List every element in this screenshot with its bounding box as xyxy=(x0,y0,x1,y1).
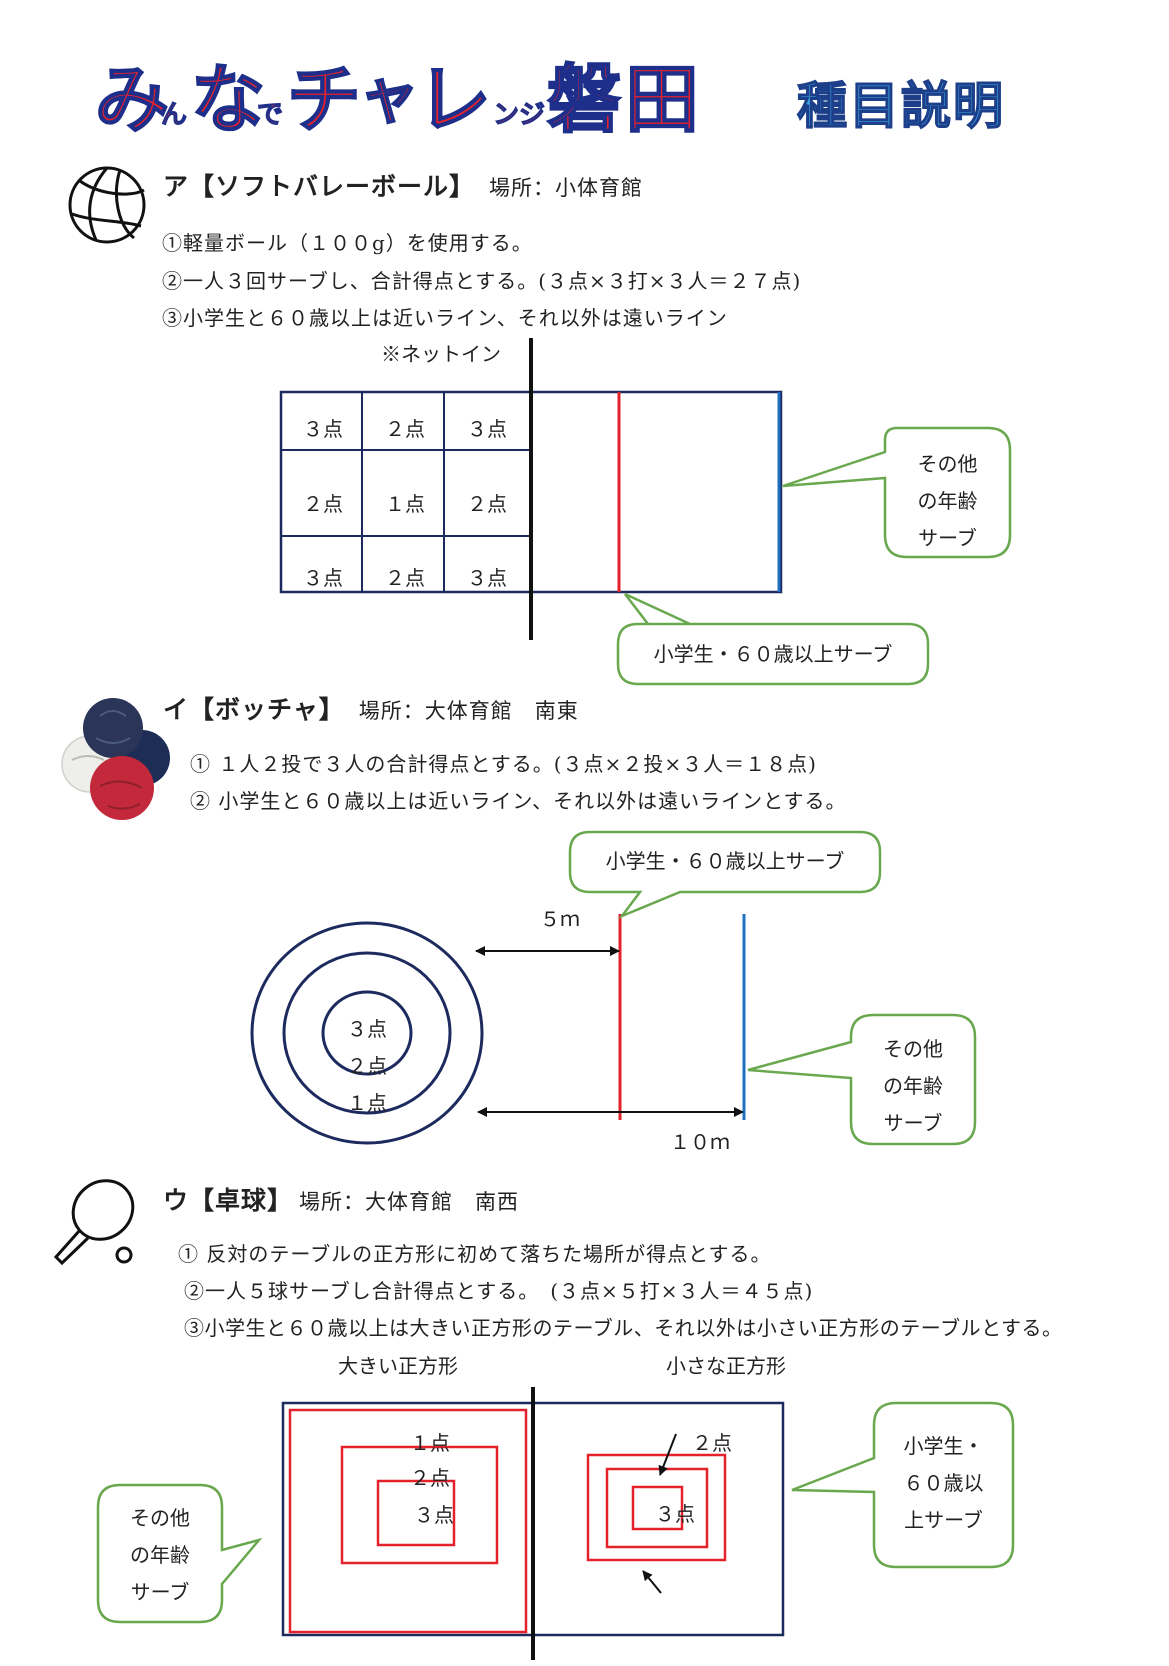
volleyball-heading: ア【ソフトバレーボール】場所：小体育館 xyxy=(163,172,644,201)
page-subtitle: 種目説明 xyxy=(796,76,1005,136)
title-char: み xyxy=(94,56,170,144)
bocce-bubble-near-text: 小学生・６０歳以上サーブ xyxy=(605,849,845,873)
title-char: 田 xyxy=(624,56,700,144)
title-char: チ xyxy=(286,56,362,144)
pingpong-location: 場所：大体育館 南西 xyxy=(299,1190,520,1214)
court-cell: ３点 xyxy=(467,417,507,441)
court-cell: ２点 xyxy=(467,492,507,516)
title-char: ャ xyxy=(358,61,420,133)
volleyball-icon xyxy=(68,166,146,244)
small-point-label: ２点 xyxy=(692,1431,732,1455)
title-char: な xyxy=(190,56,266,144)
bubble-near-text: 小学生・６０歳以上サーブ xyxy=(653,642,893,666)
volleyball-rule-1: ①軽量ボール（１００g）を使用する。 xyxy=(162,231,533,255)
title-char: で xyxy=(256,100,284,131)
volleyball-location: 場所：小体育館 xyxy=(489,176,644,200)
title-char: ン xyxy=(492,100,520,131)
bocce-rule-1: ① １人２投で３人の合計得点とする。(３点×２投×３人＝１８点) xyxy=(190,752,817,776)
volleyball-rule-3: ③小学生と６０歳以上は近いライン、それ以外は遠いライン xyxy=(162,306,728,330)
court-cell: １点 xyxy=(385,492,425,516)
volleyball-rule-2: ②一人３回サーブし、合計得点とする。(３点×３打×３人＝２７点) xyxy=(162,269,802,293)
bocce-target xyxy=(250,921,484,1145)
volleyball-court xyxy=(279,338,783,640)
bubble-near-bocce xyxy=(568,830,882,919)
title-char: ジ xyxy=(518,100,546,131)
pingpong-paddle-icon xyxy=(53,1179,135,1266)
pingpong-rule-1: ① 反対のテーブルの正方形に初めて落ちた場所が得点とする。 xyxy=(178,1242,772,1266)
bubble-left-pingpong xyxy=(96,1483,263,1624)
pingpong-bubble-left-text: その他 の年齢 サーブ xyxy=(130,1506,190,1604)
large-point-label: ２点 xyxy=(410,1466,450,1490)
title-char: 磐 xyxy=(546,56,622,144)
court-cell: ２点 xyxy=(385,566,425,590)
bubble-far-text: その他 の年齢 サーブ xyxy=(917,452,978,550)
court-cell: ３点 xyxy=(467,566,507,590)
court-cell: ２点 xyxy=(303,492,343,516)
bubble-near-volleyball xyxy=(616,592,930,686)
ring-label: ２点 xyxy=(347,1054,387,1078)
bocce-rule-2: ② 小学生と６０歳以上は近いライン、それ以外は遠いラインとする。 xyxy=(190,789,847,813)
net-in-label: ※ネットイン xyxy=(381,342,501,366)
pingpong-rule-2: ②一人５球サーブし合計得点とする。 (３点×５打×３人＝４５点) xyxy=(184,1279,814,1303)
small-square-label: 小さな正方形 xyxy=(666,1354,786,1378)
bocce-bubble-far-text: その他 の年齢 サーブ xyxy=(883,1037,943,1135)
distance-5m: ５ｍ xyxy=(540,907,580,931)
bubble-far-volleyball xyxy=(782,426,1012,559)
large-point-label: ３点 xyxy=(414,1503,454,1527)
bocce-location: 場所：大体育館 南東 xyxy=(358,699,579,723)
large-point-label: １点 xyxy=(410,1431,450,1455)
ring-label: ３点 xyxy=(347,1017,387,1041)
court-cell: ３点 xyxy=(303,566,343,590)
title-char: ん xyxy=(160,100,188,131)
pingpong-heading: ウ【卓球】場所：大体育館 南西 xyxy=(163,1186,520,1215)
bubble-far-bocce xyxy=(747,1013,977,1146)
pingpong-bubble-right-text: 小学生・ ６０歳以 上サーブ xyxy=(903,1434,984,1532)
pingpong-table xyxy=(281,1387,785,1660)
bocce-heading: イ【ボッチャ】場所：大体育館 南東 xyxy=(163,695,579,724)
bocce-balls-icon xyxy=(61,698,170,820)
small-point-label: ３点 xyxy=(655,1502,695,1526)
ring-label: １点 xyxy=(347,1091,387,1115)
distance-10m: １０ｍ xyxy=(670,1130,730,1154)
page-title: み ん な で チ ャ レ ン ジ 磐 田 xyxy=(94,40,715,144)
pingpong-rule-3: ③小学生と６０歳以上は大きい正方形のテーブル、それ以外は小さい正方形のテーブルと… xyxy=(184,1316,1063,1340)
large-square-label: 大きい正方形 xyxy=(338,1354,458,1378)
arrow-2pt xyxy=(658,1433,677,1476)
arrow-2pt-lower xyxy=(642,1570,662,1594)
title-char: レ xyxy=(416,56,492,144)
court-cell: ３点 xyxy=(303,417,343,441)
court-cell: ２点 xyxy=(385,417,425,441)
bubble-right-pingpong xyxy=(791,1401,1015,1569)
